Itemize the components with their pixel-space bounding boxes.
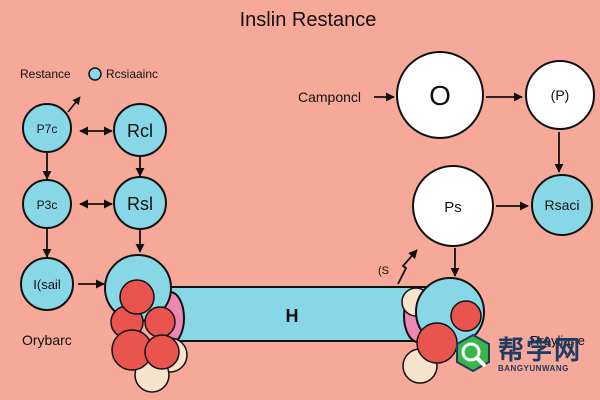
node-mid1: Rcl <box>113 103 167 157</box>
legend: Restance Rcsiaainc <box>20 67 158 81</box>
label-campo: Camponcl <box>298 89 361 105</box>
node-left1: P7c <box>22 103 72 153</box>
label-orybarc: Orybarc <box>22 332 72 348</box>
node-top-p-label: (P) <box>551 87 570 103</box>
right-molecule-cluster <box>401 277 485 384</box>
node-big-p-label: Ps <box>444 199 462 216</box>
node-left1-label: P7c <box>37 122 58 136</box>
watermark-cn: 帮学网 <box>498 336 583 366</box>
node-right-r: Rsaci <box>531 174 593 236</box>
node-left3: I(sail <box>20 257 74 311</box>
tube-label: H <box>286 306 299 326</box>
tube <box>159 286 431 342</box>
diagram-title: Inslin Restance <box>240 9 377 31</box>
watermark: 帮学网 BANGYUNWANG <box>452 330 600 390</box>
left-molecule-cluster <box>104 254 188 393</box>
node-big-p: Ps <box>412 165 494 247</box>
node-top-o: O <box>396 51 484 139</box>
watermark-logo-icon <box>456 333 490 373</box>
legend-swatch <box>88 67 102 81</box>
node-mid2-label: Rsl <box>127 194 153 214</box>
label-small-symbol: (S <box>378 265 389 277</box>
node-right-r-label: Rsaci <box>544 197 579 213</box>
arrow-legend <box>67 96 81 113</box>
label-right-bottom: Rrayliane <box>530 333 585 348</box>
arrow-zigzag <box>397 249 418 285</box>
legend-item: Rcsiaainc <box>106 67 158 81</box>
node-left3-label: I(sail <box>33 277 61 292</box>
node-left2: P3c <box>22 179 72 229</box>
node-top-p: (P) <box>525 60 595 130</box>
legend-label: Restance <box>20 67 71 81</box>
node-top-o-label: O <box>429 80 451 111</box>
watermark-en: BANGYUNWANG <box>498 364 569 373</box>
node-mid2: Rsl <box>113 176 167 230</box>
node-left2-label: P3c <box>37 198 58 212</box>
node-mid1-label: Rcl <box>127 121 153 141</box>
